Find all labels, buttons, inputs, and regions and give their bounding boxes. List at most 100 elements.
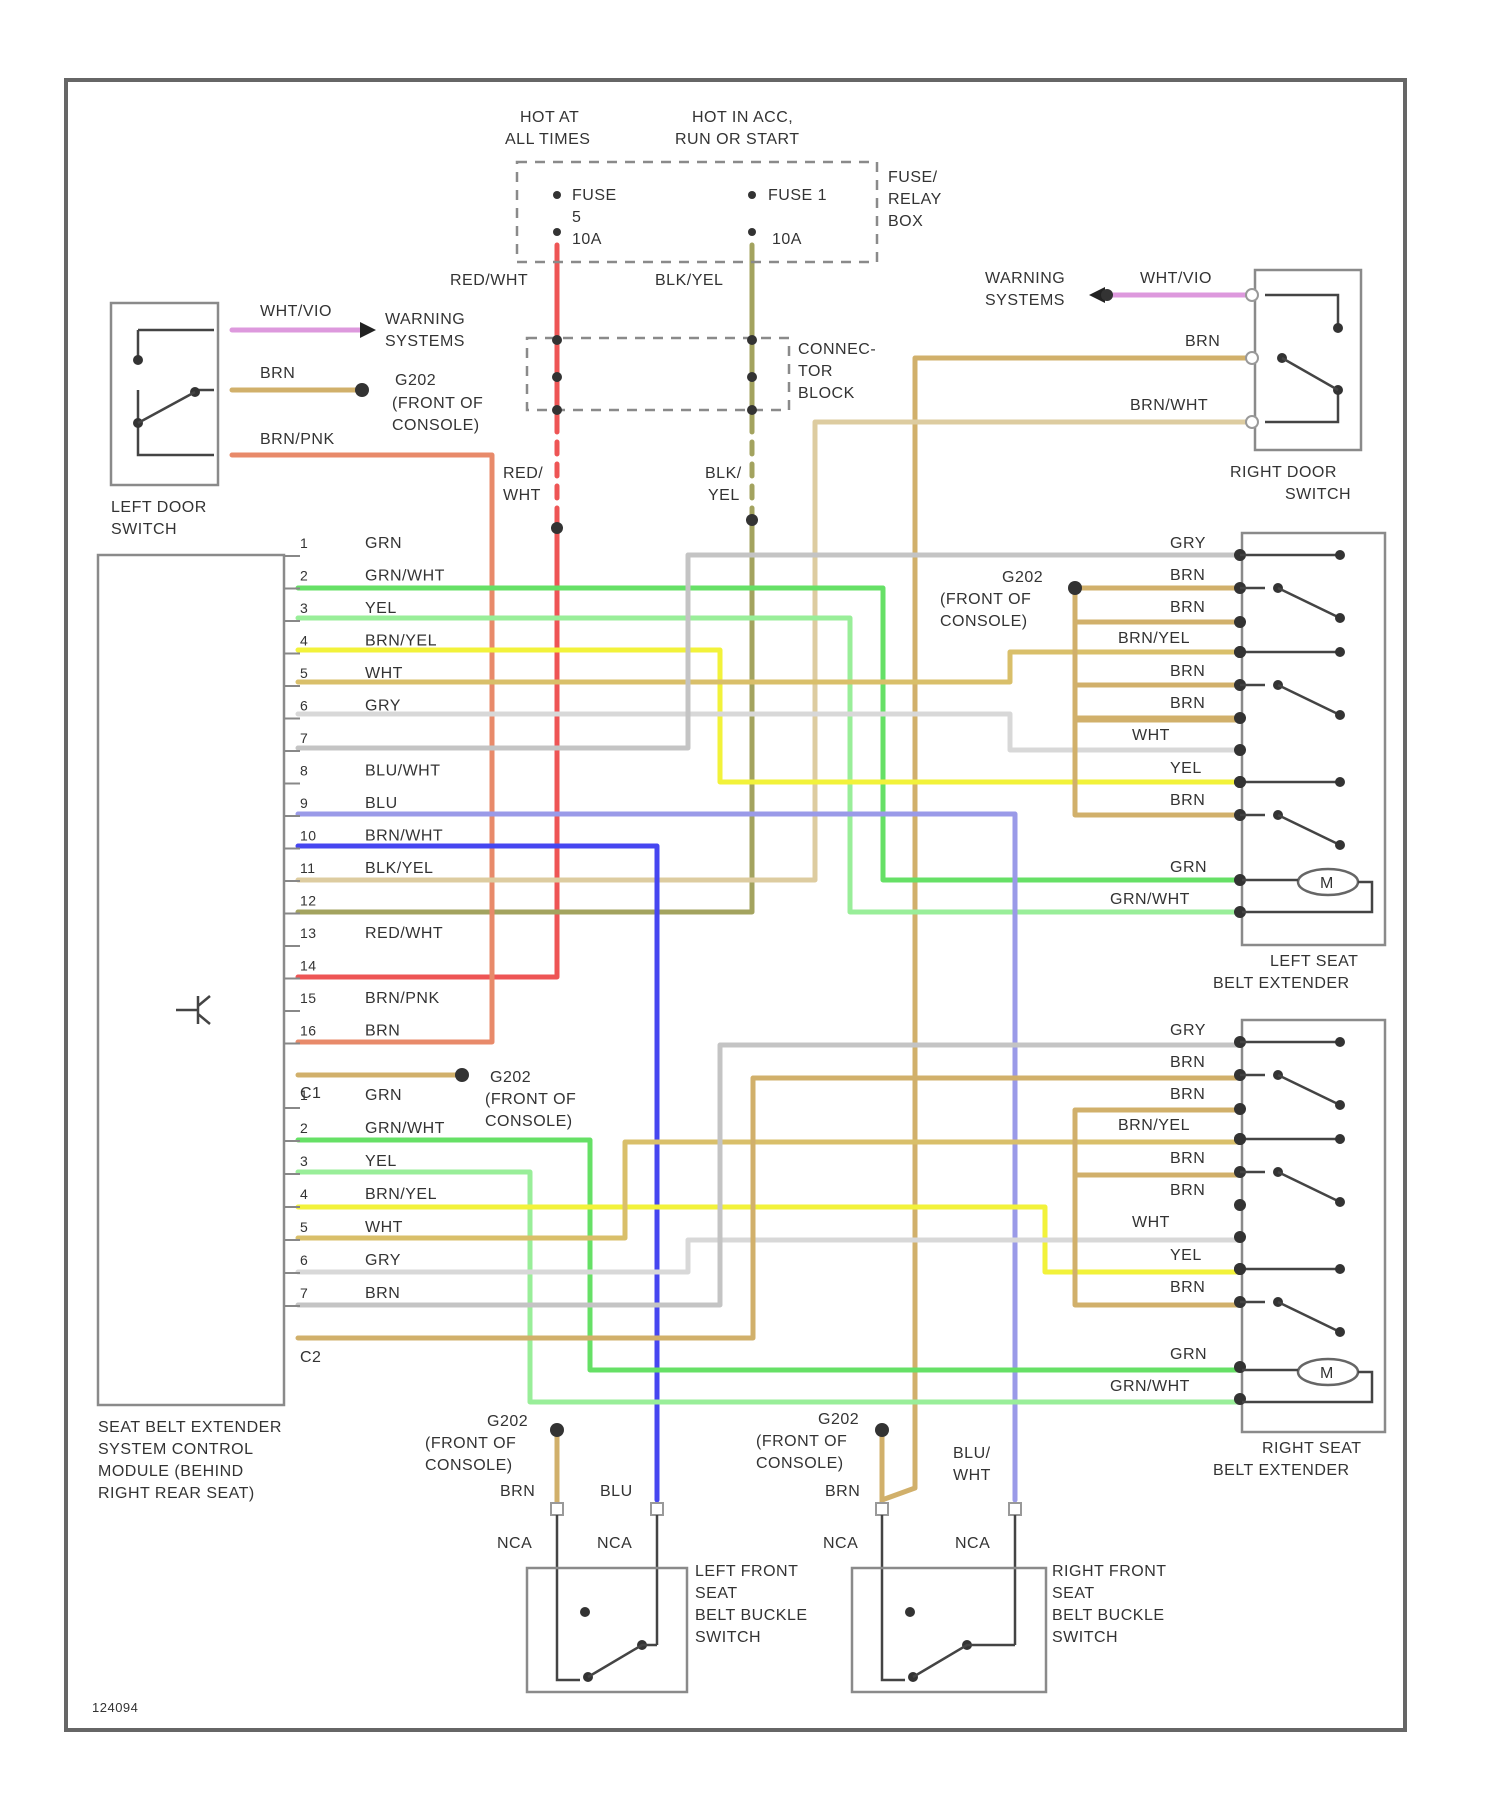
c1-pin-number: 6 — [300, 698, 308, 714]
fuse-5-label-3: 10A — [572, 231, 602, 248]
left-buckle-blu-label: BLU — [600, 1483, 633, 1500]
left-door-ground-loc-2: CONSOLE) — [392, 417, 480, 434]
extender-switch-contact — [1335, 1037, 1345, 1047]
c2-pin-wire: BRN/YEL — [365, 1186, 437, 1203]
c1-pin-wire: BRN/WHT — [365, 828, 443, 845]
c1-pin-number: 4 — [300, 633, 308, 649]
left-extender-ground-loc-1: (FRONT OF — [940, 591, 1031, 608]
c1-pin-number: 8 — [300, 763, 308, 779]
right-buckle-label-2: SEAT — [1052, 1585, 1095, 1602]
c2-pin-number: 7 — [300, 1285, 308, 1301]
fuse-1-bottom-node — [748, 228, 756, 236]
connector-block-label-1: CONNEC- — [798, 341, 876, 358]
right-buckle-ground-label: G202 — [818, 1411, 859, 1428]
fuse-1-label-1: FUSE 1 — [768, 187, 827, 204]
c1-pin-wire: RED/WHT — [365, 925, 443, 942]
c2-pin-number: 3 — [300, 1153, 308, 1169]
left-buckle-label-2: SEAT — [695, 1585, 738, 1602]
extender-terminal — [1234, 646, 1246, 658]
hot-at-all-times-label-2: ALL TIMES — [505, 131, 590, 148]
module-ground-loc-2: CONSOLE) — [485, 1113, 573, 1130]
left-buckle-nca-a: NCA — [497, 1535, 532, 1552]
c2-pin-number: 2 — [300, 1120, 308, 1136]
extender-switch-contact — [1335, 1197, 1345, 1207]
connector-block-node-2 — [552, 372, 562, 382]
right-door-wht-vio-label: WHT/VIO — [1140, 270, 1212, 287]
hot-in-acc-label-2: RUN OR START — [675, 131, 800, 148]
right-door-warning-label-2: SYSTEMS — [985, 292, 1065, 309]
left-seat-belt-extender: GRYBRNBRNBRN/YELBRNBRNWHTYELBRNGRNGRN/WH… — [940, 533, 1385, 992]
extender-wire-label: BRN — [1170, 1150, 1205, 1167]
left-extender-switches — [1234, 549, 1345, 918]
c1-pin-number: 5 — [300, 665, 308, 681]
fuse-5-label-2: 5 — [572, 209, 581, 226]
extender-switch-contact — [1335, 1134, 1345, 1144]
left-door-switch-blade — [138, 392, 195, 423]
right-door-switch-label-1: RIGHT DOOR — [1230, 464, 1337, 481]
left-buckle-ground-loc-1: (FRONT OF — [425, 1435, 516, 1452]
c1-pin-wire: BLU/WHT — [365, 763, 441, 780]
extender-switch-blade — [1278, 1075, 1340, 1105]
extender-wire-label: BRN/YEL — [1118, 630, 1190, 647]
module-ground-node — [455, 1068, 469, 1082]
fuse-1-top-node — [748, 191, 756, 199]
right-extender-motor: M — [1242, 1359, 1372, 1402]
left-extender-motor: M — [1242, 869, 1372, 912]
control-module-label-3: MODULE (BEHIND — [98, 1463, 244, 1480]
right-door-terminal-2 — [1246, 352, 1258, 364]
extender-wire-label: BRN — [1170, 663, 1205, 680]
right-door-terminal-3 — [1246, 416, 1258, 428]
extender-wire-label: BRN — [1170, 567, 1205, 584]
control-module-label-1: SEAT BELT EXTENDER — [98, 1419, 282, 1436]
c1-pin-wire: BLU — [365, 795, 398, 812]
left-front-buckle-switch: G202 (FRONT OF CONSOLE) BRN BLU NCA NCA … — [425, 1413, 808, 1692]
control-module-label-4: RIGHT REAR SEAT) — [98, 1485, 255, 1502]
right-door-switch-contact-1 — [1333, 323, 1343, 333]
right-seat-belt-extender: GRYBRNBRNBRN/YELBRNBRNWHTYELBRNGRNGRN/WH… — [1110, 1020, 1385, 1479]
red-label: RED/ — [503, 465, 543, 482]
c1-pin-wire: WHT — [365, 665, 403, 682]
extender-terminal — [1234, 1103, 1246, 1115]
left-door-switch-label-2: SWITCH — [111, 521, 177, 538]
left-buckle-box — [527, 1568, 687, 1692]
fuse-5-top-node — [553, 191, 561, 199]
extender-wire-label: BRN — [1170, 695, 1205, 712]
extender-switch-contact — [1335, 1327, 1345, 1337]
right-extender-label-1: RIGHT SEAT — [1262, 1440, 1362, 1457]
right-door-switch-frame — [1265, 295, 1338, 422]
right-warning-node — [1101, 289, 1113, 301]
left-door-warning-label-2: SYSTEMS — [385, 333, 465, 350]
extender-wire-label: BRN — [1170, 1279, 1205, 1296]
wire-right-door-brn — [882, 358, 1250, 1500]
left-door-switch-contact-1 — [133, 355, 143, 365]
wires-layer — [232, 245, 1250, 1510]
splice-blk-yel — [746, 514, 758, 526]
module-ground-loc-1: (FRONT OF — [485, 1091, 576, 1108]
left-buckle-contact-1 — [580, 1607, 590, 1617]
extender-wire-label: BRN — [1170, 1182, 1205, 1199]
right-buckle-label-4: SWITCH — [1052, 1629, 1118, 1646]
c1-pin-wire: GRN — [365, 535, 402, 552]
right-extender-switches — [1234, 1036, 1345, 1405]
extender-wire-label: BRN — [1170, 792, 1205, 809]
c1-pin-number: 7 — [300, 730, 308, 746]
extender-switch-blade — [1278, 1172, 1340, 1202]
blk-yel-label: BLK/YEL — [655, 272, 723, 289]
extender-switch-contact — [1335, 613, 1345, 623]
connector-block-node-5 — [747, 372, 757, 382]
c1-pin-wire: BRN/PNK — [365, 990, 440, 1007]
c1-pin-number: 14 — [300, 958, 317, 974]
extender-wire-label: BRN/YEL — [1118, 1117, 1190, 1134]
c2-pin-wire: YEL — [365, 1153, 397, 1170]
right-buckle-blade — [913, 1645, 1015, 1677]
left-buckle-blade — [588, 1645, 657, 1677]
extender-terminal — [1234, 1263, 1246, 1275]
extender-terminal — [1234, 712, 1246, 724]
diagram-code: 124094 — [92, 1700, 138, 1715]
right-buckle-blu-label-2: WHT — [953, 1467, 991, 1484]
right-buckle-brn-label: BRN — [825, 1483, 860, 1500]
extender-terminal — [1234, 1231, 1246, 1243]
left-extender-label-2: BELT EXTENDER — [1213, 975, 1350, 992]
fuse-relay-box-label-3: BOX — [888, 213, 923, 230]
